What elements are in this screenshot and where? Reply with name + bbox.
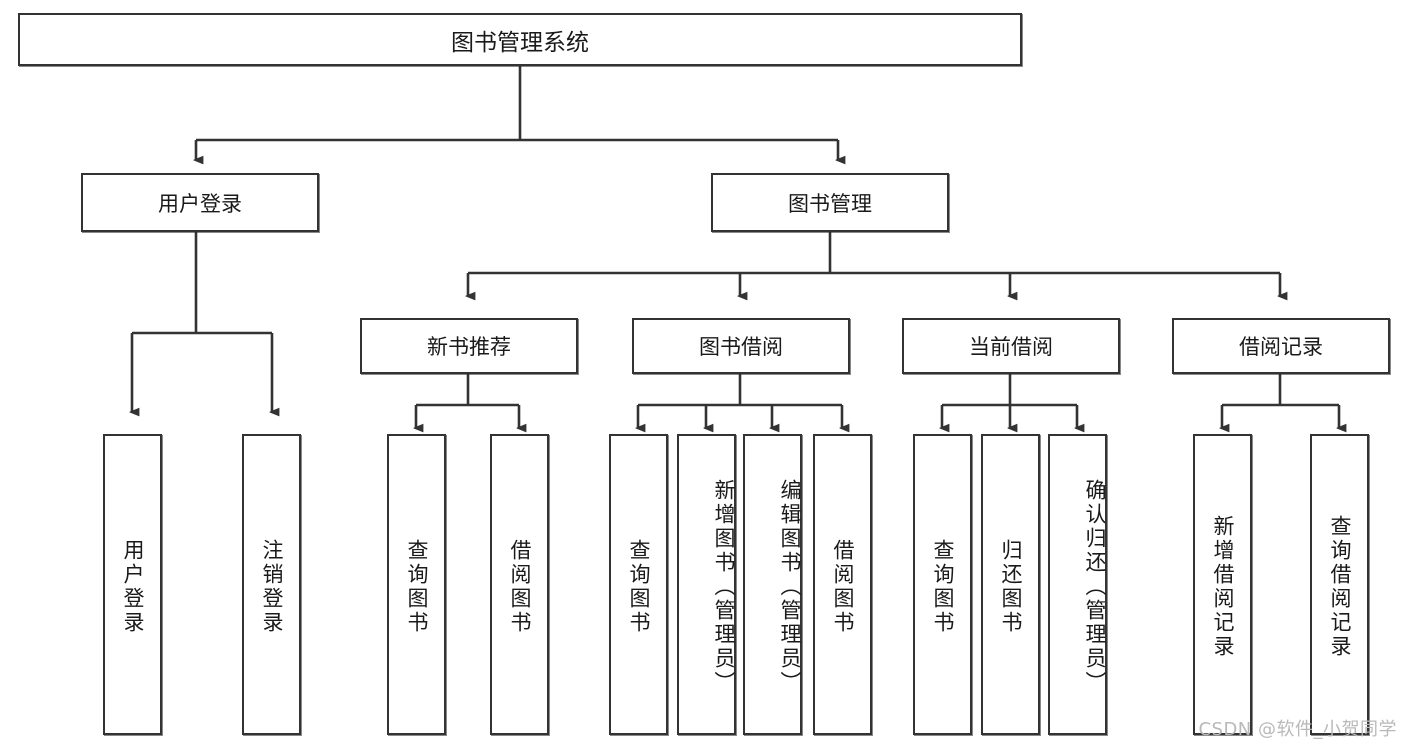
node-root-label: 图书管理系统 [451,29,589,56]
node-current-borrow-label: 当前借阅 [969,335,1053,359]
leaf-borrow-book[interactable]: 借阅图书 [813,434,872,735]
node-user-login-label: 用户登录 [158,191,242,216]
node-book-borrow[interactable]: 图书借阅 [632,318,850,374]
leaf-add-book-admin[interactable]: 新增图书（管理员） [677,434,736,735]
watermark-label: CSDN @软件_小贺同学 [1198,719,1397,740]
leaf-query-book-recommend[interactable]: 查询图书 [387,434,446,735]
leaf-user-login[interactable]: 用户登录 [103,434,162,735]
leaf-edit-book-admin-label: 编辑图书（管理员） [778,478,802,695]
leaf-user-login-label: 用户登录 [121,538,145,635]
node-root[interactable]: 图书管理系统 [18,13,1022,66]
leaf-query-book-current-label: 查询图书 [931,538,955,635]
leaf-query-book-recommend-label: 查询图书 [405,538,429,635]
node-new-book-recommend[interactable]: 新书推荐 [360,318,578,374]
leaf-borrow-book-recommend-label: 借阅图书 [508,538,532,635]
leaf-borrow-book-label: 借阅图书 [831,538,855,635]
leaf-add-borrow-record-label: 新增借阅记录 [1211,514,1235,659]
leaf-query-book-borrow[interactable]: 查询图书 [609,434,668,735]
leaf-query-book-borrow-label: 查询图书 [627,538,651,635]
leaf-confirm-return-admin[interactable]: 确认归还（管理员） [1048,434,1107,735]
node-book-management-label: 图书管理 [788,191,872,216]
leaf-add-borrow-record[interactable]: 新增借阅记录 [1193,434,1252,735]
leaf-return-book-label: 归还图书 [999,538,1023,635]
leaf-logout-label: 注销登录 [260,538,284,635]
node-book-management[interactable]: 图书管理 [711,173,949,232]
node-new-book-recommend-label: 新书推荐 [427,335,511,359]
leaf-return-book[interactable]: 归还图书 [981,434,1040,735]
leaf-borrow-book-recommend[interactable]: 借阅图书 [490,434,549,735]
leaf-query-book-current[interactable]: 查询图书 [913,434,972,735]
leaf-confirm-return-admin-label: 确认归还（管理员） [1083,478,1107,695]
node-current-borrow[interactable]: 当前借阅 [902,318,1120,374]
leaf-edit-book-admin[interactable]: 编辑图书（管理员） [743,434,802,735]
leaf-add-book-admin-label: 新增图书（管理员） [712,478,736,695]
leaf-query-borrow-record[interactable]: 查询借阅记录 [1310,434,1369,735]
leaf-logout[interactable]: 注销登录 [242,434,301,735]
node-user-login[interactable]: 用户登录 [81,173,319,232]
node-borrow-record[interactable]: 借阅记录 [1172,318,1390,374]
leaf-query-borrow-record-label: 查询借阅记录 [1328,514,1352,659]
node-book-borrow-label: 图书借阅 [699,335,783,359]
node-borrow-record-label: 借阅记录 [1239,335,1323,359]
